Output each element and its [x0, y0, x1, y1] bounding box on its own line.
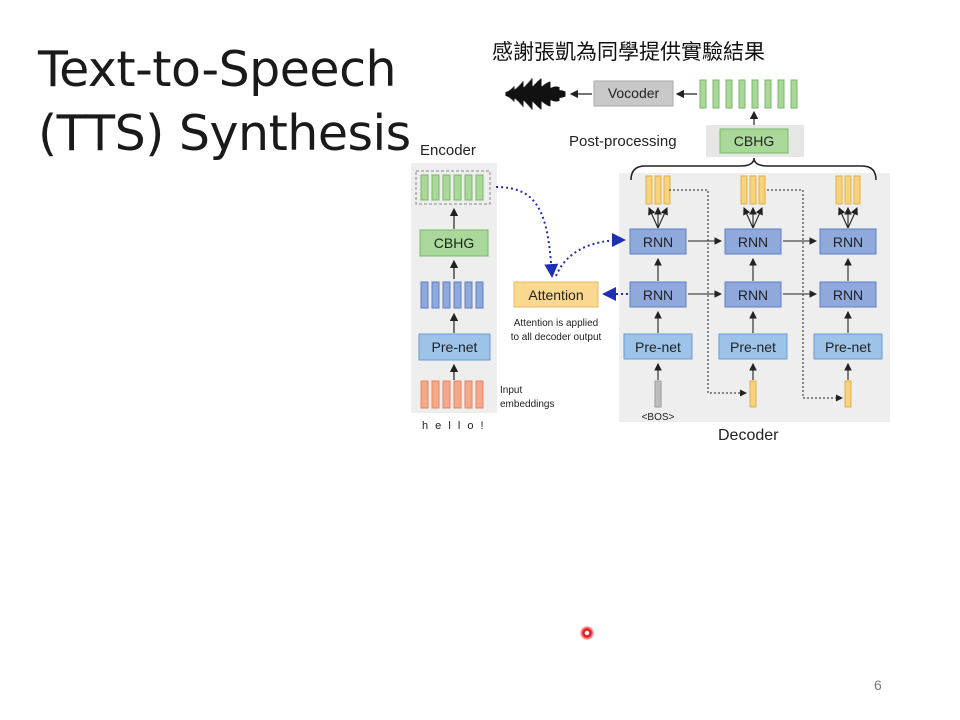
rnn-to-output-arrow [743, 206, 754, 229]
slide-title-line2: (TTS) Synthesis [38, 105, 411, 162]
bos-frame [654, 380, 662, 408]
waveform-icon [505, 78, 566, 110]
post-cbhg-label: CBHG [734, 133, 774, 149]
decoder-output-frame [853, 175, 861, 205]
bos-label: <BOS> [642, 412, 675, 423]
rnn-bottom-label: RNN [833, 287, 863, 303]
decoder-label: Decoder [718, 427, 779, 444]
encoder-output-box [415, 170, 491, 205]
encoder-prenet-label: Pre-net [432, 339, 478, 355]
rnn-bottom-label: RNN [738, 287, 768, 303]
feedback-line-2 [767, 189, 843, 402]
slide-title-line1: Text-to-Speech [38, 41, 397, 98]
input-embeddings [420, 380, 484, 409]
input-embeddings-label-line2: embeddings [500, 399, 554, 410]
input-embeddings-label-line1: Input [500, 385, 522, 396]
rnn-bottom-label: RNN [643, 287, 673, 303]
rnn-to-output-arrow [847, 206, 858, 229]
encoder-hidden-states [420, 281, 484, 309]
attention-label: Attention [528, 287, 583, 303]
rnn-top-box [724, 228, 782, 255]
rnn-bottom-box [724, 281, 782, 308]
encoder-prenet-box [418, 333, 491, 361]
decoder-input-frame [749, 380, 757, 408]
rnn-to-output-arrow [752, 206, 763, 229]
rnn-to-output-arrow [838, 206, 849, 229]
laser-pointer [580, 626, 594, 640]
post-cbhg-inner [719, 128, 789, 154]
decoder-prenet-label: Pre-net [730, 339, 776, 355]
encoder-cbhg-label: CBHG [434, 235, 474, 251]
feedback-line-1 [669, 189, 747, 397]
decoder-output-brace [630, 157, 877, 181]
attention-note-line2: to all decoder output [511, 332, 602, 343]
rnn-to-output-arrow [657, 206, 668, 229]
attention-to-rnn1-arrow [555, 233, 626, 277]
rnn-top-box [819, 228, 877, 255]
decoder-output-frame [654, 175, 662, 205]
decoder-prenet-label: Pre-net [635, 339, 681, 355]
rnn-to-output-arrow [648, 206, 659, 229]
encoder-label: Encoder [420, 142, 476, 159]
rnn-top-label: RNN [738, 234, 768, 250]
decoder-output-frame [835, 175, 843, 205]
encoder-to-attention-arrow [495, 186, 559, 278]
credit-text: 感謝張凱為同學提供實驗結果 [492, 40, 765, 64]
encoder-cbhg-box [419, 229, 489, 257]
decoder-input-frame [844, 380, 852, 408]
decoder-output-frame [844, 175, 852, 205]
decoder-output-frame [758, 175, 766, 205]
decoder-prenet-box [718, 333, 788, 360]
post-processing-label: Post-processing [569, 133, 677, 150]
vocoder-label: Vocoder [608, 85, 660, 101]
decoder-prenet-label: Pre-net [825, 339, 871, 355]
page-number: 6 [874, 677, 882, 693]
attention-box [513, 281, 599, 308]
rnn-top-box [629, 228, 687, 255]
rnn-bottom-box [629, 281, 687, 308]
attention-note-line1: Attention is applied [514, 318, 599, 329]
decoder-output-frame [749, 175, 757, 205]
decoder-columns: RNN RNN Pre-net RNN RNN Pre-net RNN RNN Pre-net [623, 175, 883, 408]
decoder-output-frame [645, 175, 653, 205]
slide-title: Text-to-Speech (TTS) Synthesis [38, 38, 411, 166]
rnn-bottom-box [819, 281, 877, 308]
decoder-output-frame [740, 175, 748, 205]
decoder-prenet-box [623, 333, 693, 360]
output-spectrogram [699, 79, 798, 109]
waveform-lines [505, 78, 566, 110]
rnn-top-label: RNN [833, 234, 863, 250]
decoder-prenet-box [813, 333, 883, 360]
vocoder-box [593, 80, 674, 107]
encoder-outputs [420, 174, 484, 201]
input-text: h e l l o ! [422, 420, 486, 432]
rnn-top-label: RNN [643, 234, 673, 250]
